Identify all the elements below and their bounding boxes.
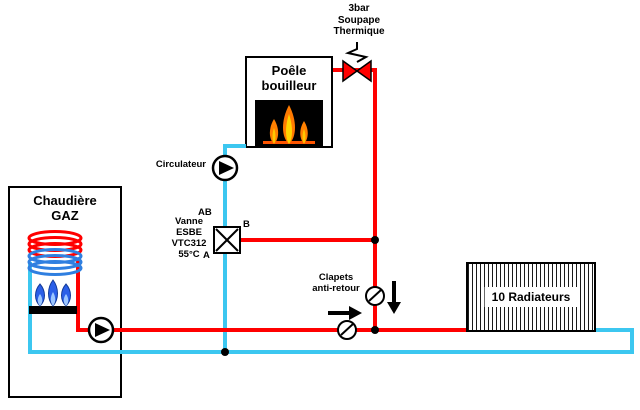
mixing-valve-symbol bbox=[213, 226, 241, 254]
burner-grate bbox=[29, 306, 77, 314]
relief-valve-spring bbox=[344, 42, 369, 63]
boiler-pump bbox=[87, 316, 115, 344]
burner-flame-inner bbox=[37, 294, 43, 306]
junction-dot bbox=[221, 348, 229, 356]
mixing-valve-label: Vanne ESBE VTC312 55°C bbox=[167, 216, 211, 260]
valve-cross-line bbox=[215, 228, 239, 252]
mixing-valve-label-line4: 55°C bbox=[178, 249, 200, 260]
valve-port-a-label: A bbox=[203, 250, 210, 261]
valve-port-ab-label: AB bbox=[198, 207, 212, 218]
relief-label-line2: Soupape bbox=[337, 14, 381, 26]
radiators-label: 10 Radiateurs bbox=[484, 287, 578, 307]
coil-loop-cold bbox=[27, 254, 83, 270]
valve-port-b-label: B bbox=[243, 219, 250, 230]
relief-valve-body bbox=[355, 59, 372, 83]
radiators-box: 10 Radiateurs bbox=[466, 262, 596, 332]
fire-graphic bbox=[255, 100, 323, 146]
check-valves-label-line2: anti-retour bbox=[312, 283, 360, 294]
gas-burner bbox=[29, 279, 77, 314]
coil-loop-cold bbox=[27, 260, 83, 276]
check-valve-vertical bbox=[365, 286, 385, 306]
arrow-head bbox=[387, 302, 401, 314]
stove-return-pipe bbox=[223, 144, 246, 352]
burner-flame bbox=[35, 283, 45, 307]
mixing-valve-label-line1: Vanne bbox=[175, 216, 203, 227]
heat-exchanger-coil bbox=[27, 230, 83, 276]
junction-dot bbox=[371, 326, 379, 334]
stove-title-line2: bouilleur bbox=[261, 78, 317, 93]
boiler-supply-pipe bbox=[76, 258, 466, 332]
hot-pipes bbox=[76, 68, 466, 332]
burner-flame bbox=[48, 279, 58, 307]
stove-title: Poêle bouilleur bbox=[247, 63, 331, 93]
thermal-relief-valve-symbol bbox=[342, 42, 372, 83]
flow-arrow-down bbox=[387, 281, 401, 314]
junction-dots bbox=[221, 236, 379, 356]
fire-image bbox=[255, 100, 323, 146]
flame-right-inner bbox=[302, 129, 306, 144]
relief-valve-body bbox=[342, 59, 359, 83]
flame-left-inner bbox=[272, 128, 276, 144]
flow-arrow-right bbox=[328, 306, 362, 320]
relief-valve-label: 3bar Soupape Thermique bbox=[324, 3, 394, 38]
mixing-valve-label-line2: ESBE bbox=[176, 227, 202, 238]
stove-title-line1: Poêle bbox=[271, 63, 307, 78]
burner-flame-inner bbox=[50, 292, 56, 306]
check-valves-label: Clapets anti-retour bbox=[298, 272, 374, 294]
check-valves-label-line1: Clapets bbox=[318, 272, 354, 283]
boiler-title-line2: GAZ bbox=[51, 208, 79, 223]
burner-flame bbox=[61, 283, 71, 307]
junction-dot bbox=[371, 236, 379, 244]
system-return-pipe bbox=[28, 262, 634, 354]
flame-center-inner bbox=[286, 114, 292, 144]
arrow-head bbox=[349, 306, 362, 320]
relief-label-line3: Thermique bbox=[333, 26, 385, 37]
burner-flame-inner bbox=[63, 294, 69, 306]
cold-pipes bbox=[28, 144, 634, 354]
relief-label-line1: 3bar bbox=[348, 3, 370, 14]
mixing-valve-label-line3: VTC312 bbox=[171, 238, 207, 249]
check-valve-flap bbox=[340, 323, 354, 336]
check-valve-flap bbox=[368, 289, 382, 302]
boiler-title-line1: Chaudière bbox=[33, 193, 97, 208]
pump-impeller-arrow bbox=[95, 323, 110, 337]
check-valve-horizontal bbox=[337, 320, 357, 340]
pump-impeller-arrow bbox=[219, 161, 234, 175]
circulator-pump bbox=[211, 154, 239, 182]
stove-box: Poêle bouilleur bbox=[245, 56, 333, 148]
boiler-title: Chaudière GAZ bbox=[10, 193, 120, 223]
circulator-label: Circulateur bbox=[155, 159, 206, 170]
